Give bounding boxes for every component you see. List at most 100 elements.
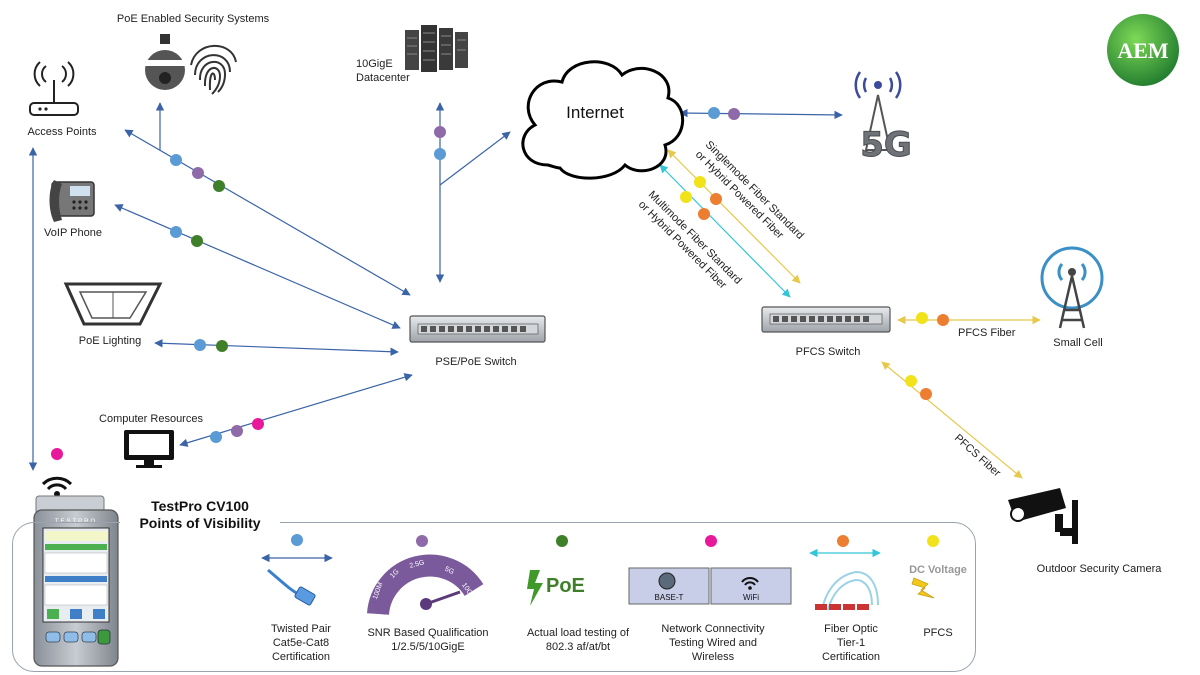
legend-fiber-line2: Tier-1: [836, 637, 866, 649]
legend-twisted-pair-label: Twisted Pair Cat5e-Cat8 Certification: [271, 622, 331, 664]
pfcs-fiber-label-h: PFCS Fiber: [958, 327, 1016, 339]
aem-logo-text: AEM: [1117, 38, 1169, 63]
dot-blue: [210, 431, 222, 443]
legend-network-line3: Wireless: [691, 651, 735, 663]
legend-fiber-label: Fiber Optic Tier-1 Certification: [822, 622, 880, 664]
dot-yellow: [916, 312, 928, 324]
datacenter-servers-icon: [405, 25, 468, 72]
testpro-title-line1: TestPro CV100: [151, 498, 249, 514]
pse-switch-label: PSE/PoE Switch: [435, 356, 517, 368]
legend-network-line2: Testing Wired and: [668, 637, 758, 649]
dot-green: [216, 340, 228, 352]
dot-magenta: [252, 418, 264, 430]
legend-icons: 100M 1G 2.5G 5G 10G PoE BASE-T WiFi: [261, 534, 939, 616]
dot-magenta: [51, 448, 63, 460]
legend-network-label: Network Connectivity Testing Wired and W…: [661, 622, 764, 664]
aem-logo: AEM: [1107, 14, 1179, 86]
testpro-device: TESTPRO: [33, 495, 119, 667]
internet-label: Internet: [566, 103, 624, 122]
link-pfcs-camera: [881, 361, 1023, 479]
legend-fiber-line3: Certification: [821, 651, 881, 663]
legend-poe-line2: 802.3 af/at/bt: [545, 641, 611, 653]
dot-orange: [698, 208, 710, 220]
testpro-title-line2: Points of Visibility: [139, 515, 261, 531]
outdoor-camera-label: Outdoor Security Camera: [1036, 563, 1162, 575]
datacenter-label-line2: Datacenter: [356, 72, 410, 84]
outdoor-security-camera-icon: [1008, 488, 1078, 544]
legend-network-line1: Network Connectivity: [661, 623, 765, 635]
5g-tower-icon: 5G: [854, 71, 912, 166]
access-points-label: Access Points: [27, 126, 97, 138]
dot-blue: [194, 339, 206, 351]
legend-dot-network: [705, 535, 717, 547]
dot-yellow: [694, 176, 706, 188]
link-lighting-pse: [154, 339, 399, 356]
computer-resources-label: Computer Resources: [99, 413, 203, 425]
legend-fiber-line1: Fiber Optic: [824, 623, 878, 635]
dot-purple: [192, 167, 204, 179]
poe-security-label: PoE Enabled Security Systems: [116, 13, 270, 25]
link-dots: [51, 107, 949, 460]
legend-twisted-pair-line3: Certification: [271, 651, 331, 663]
poe-lighting-icon: [63, 282, 163, 326]
legend-poe-line1: Actual load testing of: [526, 627, 630, 639]
access-point-icon: [29, 61, 79, 116]
pfcs-switch-icon: [761, 306, 891, 333]
ethernet-cable-icon: [267, 568, 316, 606]
legend-twisted-pair-line2: Cat5e-Cat8: [272, 637, 330, 649]
legend-pfcs-label: PFCS: [923, 627, 953, 639]
dot-purple: [434, 126, 446, 138]
dot-yellow: [905, 375, 917, 387]
legend-dot-twisted-pair: [291, 534, 303, 546]
base-t-label: BASE-T: [655, 593, 684, 602]
legend-snr-line1: SNR Based Qualification: [367, 627, 489, 639]
network-icons: BASE-T WiFi: [628, 567, 792, 605]
link-internet-5g: [679, 108, 843, 120]
legend-dot-fiber: [837, 535, 849, 547]
link-voip-pse: [114, 204, 401, 329]
legend-snr-line2: 1/2.5/5/10GigE: [391, 641, 465, 653]
legend-dc-voltage-label: DC Voltage: [909, 564, 967, 576]
legend-snr-label: SNR Based Qualification 1/2.5/5/10GigE: [367, 626, 488, 654]
gauge-tick-2-5g: 2.5G: [409, 559, 425, 570]
fiber-connector-icon: [815, 570, 879, 611]
dot-orange: [920, 388, 932, 400]
legend-dot-poe: [556, 535, 568, 547]
link-pse-internet: [439, 131, 511, 186]
computer-monitor-icon: [124, 430, 174, 468]
dot-orange: [710, 193, 722, 205]
poe-lighting-label: PoE Lighting: [78, 335, 142, 347]
wifi-label: WiFi: [743, 593, 759, 602]
pfcs-switch-label: PFCS Switch: [795, 346, 861, 358]
voip-phone-icon: [49, 180, 95, 222]
small-cell-label: Small Cell: [1053, 337, 1103, 349]
fingerprint-icon: [190, 44, 237, 95]
poe-logo-text: PoE: [546, 575, 585, 597]
dot-purple: [231, 425, 243, 437]
points-of-visibility-legend: [12, 522, 976, 672]
datacenter-label-line1: 10GigE: [356, 58, 393, 70]
dot-blue: [170, 154, 182, 166]
pse-poe-switch-icon: [409, 315, 546, 343]
poe-logo-icon: PoE: [527, 570, 585, 606]
gauge-tick-5g: 5G: [444, 566, 455, 576]
dot-blue: [170, 226, 182, 238]
legend-twisted-pair-line1: Twisted Pair: [271, 623, 331, 635]
legend-dot-snr: [416, 535, 428, 547]
voip-phone-label: VoIP Phone: [44, 227, 102, 239]
small-cell-icon: [1040, 246, 1104, 329]
testpro-title: TestPro CV100 Points of Visibility: [120, 498, 280, 534]
dot-orange: [937, 314, 949, 326]
tester-wifi-icon: [41, 476, 73, 497]
legend-poe-label: Actual load testing of 802.3 af/at/bt: [527, 626, 629, 654]
legend-dot-pfcs: [927, 535, 939, 547]
security-camera-dome-icon: [144, 34, 186, 90]
dot-blue: [434, 148, 446, 160]
dot-blue: [708, 107, 720, 119]
dot-purple: [728, 108, 740, 120]
dot-yellow: [680, 191, 692, 203]
internet-cloud: [521, 60, 685, 180]
5g-label: 5G: [860, 125, 912, 165]
snr-gauge-icon: 100M 1G 2.5G 5G 10G: [367, 554, 484, 616]
